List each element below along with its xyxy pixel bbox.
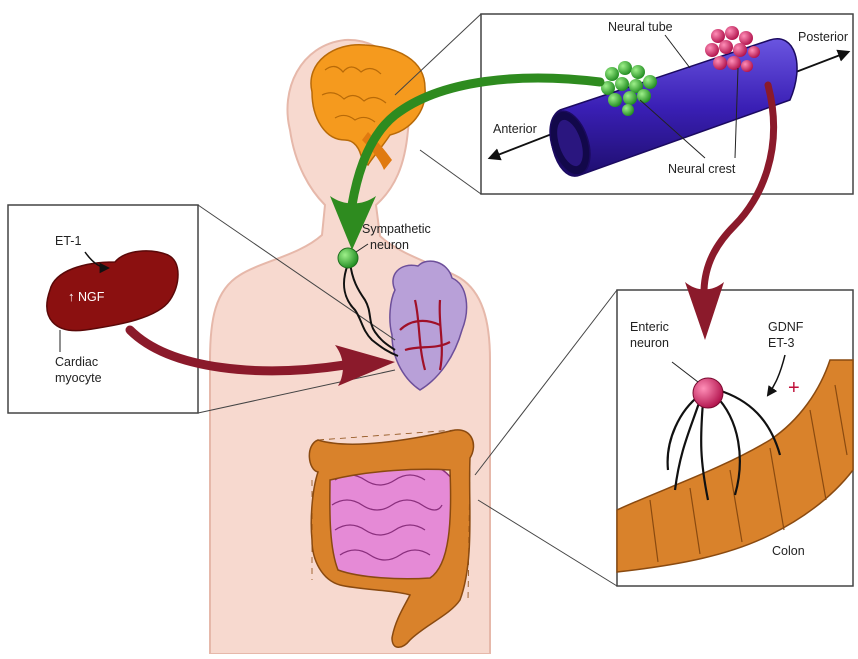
gdnf-label: GDNF xyxy=(768,320,804,334)
ngf-label: NGF xyxy=(78,290,105,304)
enteric-neuron-label-line2: neuron xyxy=(630,336,669,350)
neural-crest-label: Neural crest xyxy=(668,162,736,176)
cardiac-myocyte-label-line2: myocyte xyxy=(55,371,102,385)
sympathetic-neuron-label-line1: Sympathetic xyxy=(362,222,431,236)
neural-tube-inset: Neural tube Posterior Anterior Neural cr… xyxy=(395,14,853,194)
sympathetic-neuron xyxy=(338,248,358,268)
enteric-neuron-label-line1: Enteric xyxy=(630,320,669,334)
enteric-neuron xyxy=(693,378,723,408)
et1-label: ET-1 xyxy=(55,234,81,248)
colon-inset: Enteric neuron GDNF ET-3 + Colon xyxy=(475,290,853,586)
neural-tube-label: Neural tube xyxy=(608,20,673,34)
posterior-label: Posterior xyxy=(798,30,848,44)
et3-label: ET-3 xyxy=(768,336,794,350)
plus-sign: + xyxy=(788,377,800,399)
anterior-label: Anterior xyxy=(493,122,537,136)
cardiac-myocyte-label-line1: Cardiac xyxy=(55,355,98,369)
up-arrow-glyph: ↑ xyxy=(68,289,75,304)
colon-label: Colon xyxy=(772,544,805,558)
sympathetic-neuron-label-line2: neuron xyxy=(370,238,409,252)
